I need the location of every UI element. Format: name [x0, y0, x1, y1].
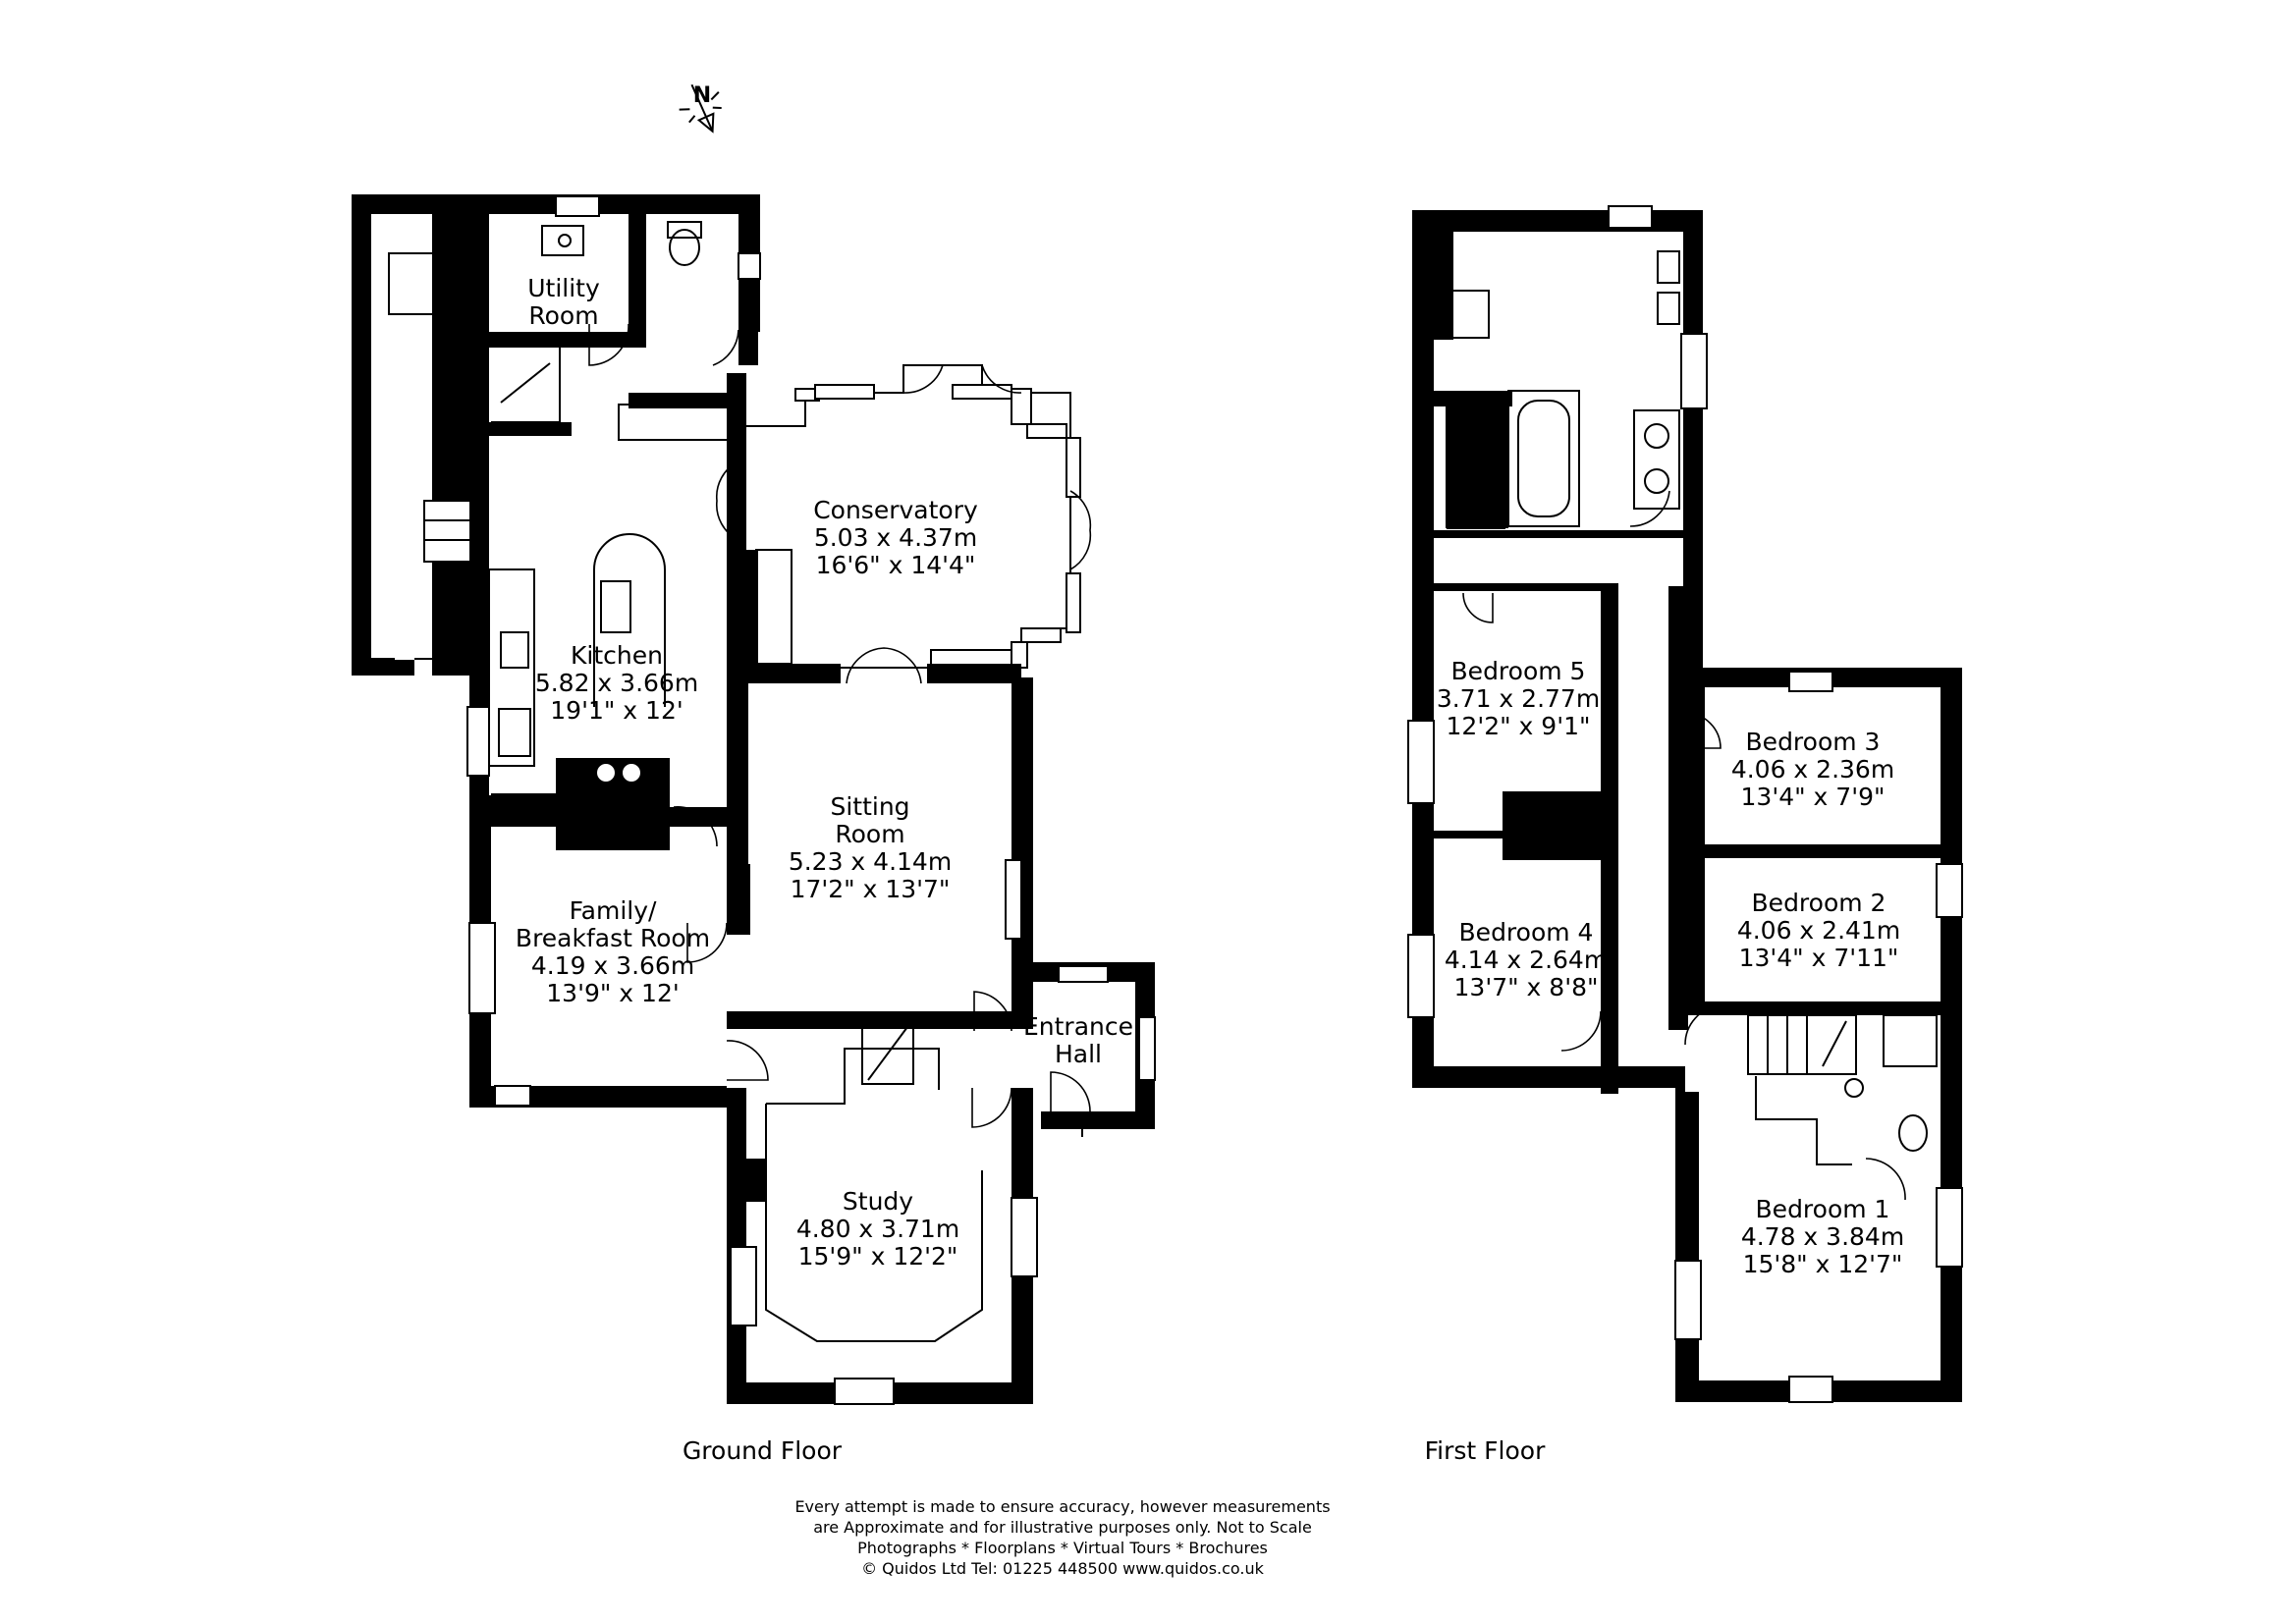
room-bed3-dim-ft: 13'4" x 7'9" — [1741, 783, 1886, 811]
room-bed4-name: Bedroom 4 — [1459, 918, 1594, 947]
room-bed5-dim-m: 3.71 x 2.77m — [1437, 684, 1600, 713]
wc-icon — [1657, 250, 1680, 284]
room-study-dim-m: 4.80 x 3.71m — [796, 1215, 959, 1243]
room-conservatory-name: Conservatory — [813, 496, 978, 524]
kitchen-island — [593, 533, 666, 707]
ensuite-wc-icon — [1898, 1114, 1928, 1152]
first-floor — [1407, 205, 1963, 1403]
disclaimer: Every attempt is made to ensure accuracy… — [794, 1497, 1330, 1578]
north-label: N — [693, 83, 711, 108]
room-bed2-dim-m: 4.06 x 2.41m — [1737, 916, 1900, 945]
room-sitting-name-2: Room — [835, 820, 904, 848]
room-sitting-name-1: Sitting — [830, 792, 909, 821]
wc-icon — [667, 221, 702, 239]
sink-icon — [541, 225, 584, 256]
room-kitchen-name: Kitchen — [571, 641, 663, 670]
room-bed5-dim-ft: 12'2" x 9'1" — [1447, 712, 1591, 740]
ground-floor-caption: Ground Floor — [683, 1436, 843, 1465]
ensuite-shower-icon — [1883, 1014, 1938, 1067]
north-arrow-icon: N — [679, 83, 722, 134]
room-bed2-dim-ft: 13'4" x 7'11" — [1739, 944, 1899, 972]
room-utility-name-1: Utility — [527, 274, 600, 302]
room-bed1-name: Bedroom 1 — [1756, 1195, 1890, 1223]
garage-wall — [352, 194, 469, 676]
room-utility-name-2: Room — [528, 301, 598, 330]
room-study-name: Study — [843, 1187, 913, 1216]
room-kitchen-dim-ft: 19'1" x 12' — [550, 696, 683, 725]
room-bed1-dim-m: 4.78 x 3.84m — [1741, 1222, 1904, 1251]
room-bed5-name: Bedroom 5 — [1451, 657, 1586, 685]
room-family-name-1: Family/ — [570, 896, 657, 925]
first-floor-caption: First Floor — [1425, 1436, 1546, 1465]
room-bed2-name: Bedroom 2 — [1752, 889, 1886, 917]
basin-icon — [1633, 409, 1680, 510]
room-conservatory-dim-m: 5.03 x 4.37m — [814, 523, 977, 552]
room-sitting-dim-ft: 17'2" x 13'7" — [791, 875, 951, 903]
entrance-arrow-icon — [1071, 1113, 1093, 1137]
room-family-dim-ft: 13'9" x 12' — [546, 979, 679, 1007]
ground-floor — [352, 194, 1156, 1405]
disclaimer-line-1: Every attempt is made to ensure accuracy… — [794, 1497, 1330, 1516]
room-entrance-name-1: Entrance — [1023, 1012, 1133, 1041]
room-study-dim-ft: 15'9" x 12'2" — [798, 1242, 958, 1271]
disclaimer-line-2: are Approximate and for illustrative pur… — [813, 1518, 1312, 1537]
skylight-icon — [388, 252, 445, 315]
room-family-dim-m: 4.19 x 3.66m — [531, 951, 694, 980]
room-sitting-dim-m: 5.23 x 4.14m — [789, 847, 952, 876]
room-bed3-dim-m: 4.06 x 2.36m — [1731, 755, 1894, 784]
room-bed4-dim-ft: 13'7" x 8'8" — [1454, 973, 1599, 1001]
disclaimer-line-3: Photographs * Floorplans * Virtual Tours… — [857, 1539, 1268, 1557]
bidet-icon — [1657, 292, 1680, 325]
room-bed1-dim-ft: 15'8" x 12'7" — [1743, 1250, 1903, 1278]
room-bed4-dim-m: 4.14 x 2.64m — [1445, 946, 1608, 974]
room-labels: Utility Room Conservatory 5.03 x 4.37m 1… — [516, 274, 1904, 1278]
room-family-name-2: Breakfast Room — [516, 924, 710, 952]
room-bed3-name: Bedroom 3 — [1746, 728, 1881, 756]
room-entrance-name-2: Hall — [1055, 1040, 1102, 1068]
shower-icon — [1435, 290, 1490, 339]
room-kitchen-dim-m: 5.82 x 3.66m — [535, 669, 698, 697]
room-conservatory-dim-ft: 16'6" x 14'4" — [816, 551, 976, 579]
first-floor-outer-walls — [1412, 210, 1962, 1402]
disclaimer-line-4: © Quidos Ltd Tel: 01225 448500 www.quido… — [861, 1559, 1265, 1578]
entrance-hall-walls — [1011, 962, 1155, 1129]
